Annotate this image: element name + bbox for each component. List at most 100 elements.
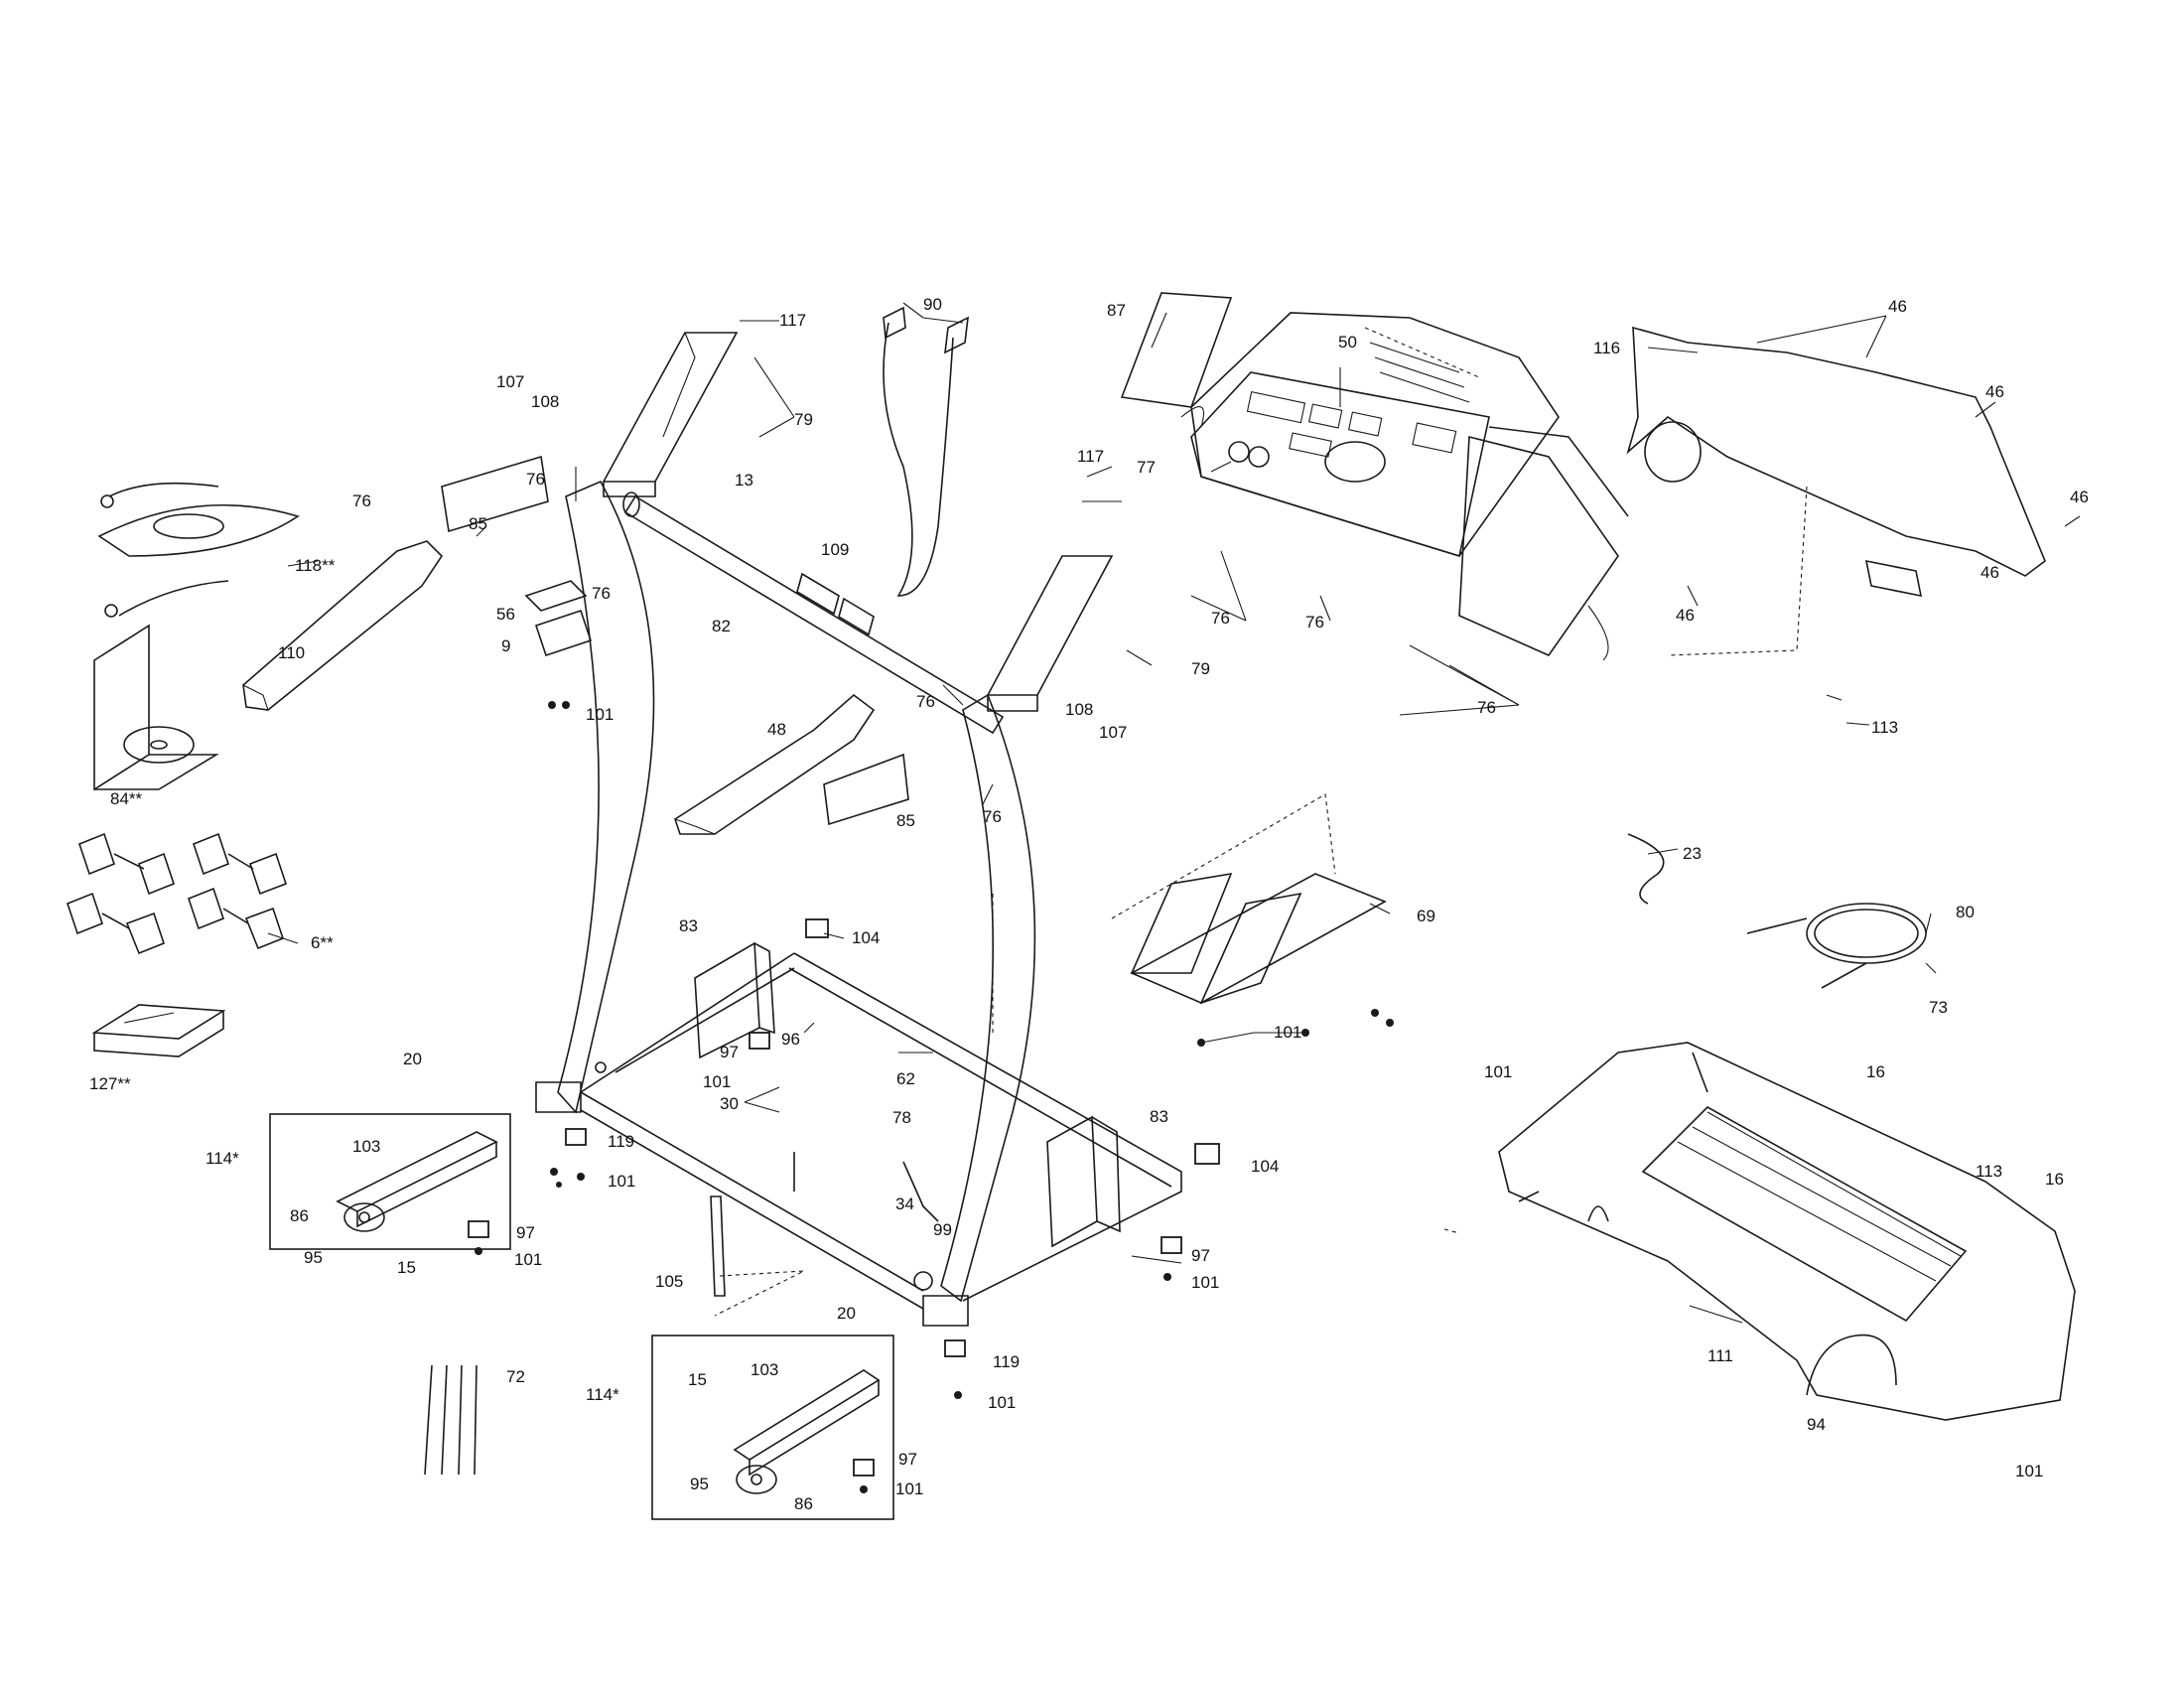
callout-87: 87 <box>1107 301 1126 320</box>
callout-97: 97 <box>720 1043 739 1061</box>
callout-86: 86 <box>794 1494 813 1513</box>
leader-lines <box>267 302 2081 1264</box>
callout-97: 97 <box>898 1450 917 1469</box>
callout-83: 83 <box>1150 1107 1168 1126</box>
callout-114: 114* <box>586 1385 619 1404</box>
callout-48: 48 <box>767 720 786 739</box>
callout-101: 101 <box>988 1393 1016 1412</box>
callout-73: 73 <box>1929 998 1948 1017</box>
callout-72: 72 <box>506 1367 525 1386</box>
callout-110: 110 <box>278 643 305 662</box>
callout-105: 105 <box>655 1272 683 1291</box>
callout-76: 76 <box>983 807 1002 826</box>
callout-79: 79 <box>794 410 813 429</box>
callout-34: 34 <box>895 1195 914 1213</box>
callout-86: 86 <box>290 1206 309 1225</box>
callout-46: 46 <box>1980 563 1999 582</box>
callout-95: 95 <box>690 1475 709 1493</box>
callout-20: 20 <box>403 1050 422 1068</box>
shield-69 <box>1111 793 1387 1005</box>
callout-76: 76 <box>1477 698 1496 717</box>
callout-labels: 117 90 87 50 46 116 46 46 107 108 79 117… <box>89 295 2089 1513</box>
dumbbells <box>67 832 288 955</box>
callout-15: 15 <box>688 1370 707 1389</box>
callout-109: 109 <box>821 540 849 559</box>
callout-104: 104 <box>1251 1157 1279 1176</box>
callout-108: 108 <box>1065 700 1093 719</box>
callout-97: 97 <box>516 1223 535 1242</box>
callout-83: 83 <box>679 916 698 935</box>
callout-30: 30 <box>720 1094 739 1113</box>
callout-104: 104 <box>852 928 880 947</box>
callout-103: 103 <box>352 1137 380 1156</box>
callout-101: 101 <box>2015 1462 2043 1480</box>
callout-117: 117 <box>779 311 806 330</box>
callout-101: 101 <box>1274 1023 1301 1042</box>
callout-6: 6** <box>311 933 334 952</box>
callout-90: 90 <box>923 295 942 314</box>
callout-79: 79 <box>1191 659 1210 678</box>
callout-101: 101 <box>586 705 614 724</box>
safety-key-90 <box>883 306 969 597</box>
callout-127: 127** <box>89 1074 131 1093</box>
motor-hood-94 <box>1443 1042 2076 1421</box>
console-assembly <box>1120 292 1629 661</box>
callout-62: 62 <box>896 1069 915 1088</box>
callout-76: 76 <box>916 692 935 711</box>
callout-94: 94 <box>1807 1415 1826 1434</box>
callout-101: 101 <box>1191 1273 1219 1292</box>
upright-frame <box>535 332 1182 1327</box>
motor-hood-116 <box>1626 326 2046 656</box>
callout-117: 117 <box>1077 447 1104 466</box>
callout-114: 114* <box>205 1149 239 1168</box>
callout-50: 50 <box>1338 333 1357 352</box>
callout-13: 13 <box>735 471 753 490</box>
callout-20: 20 <box>837 1304 856 1323</box>
callout-101: 101 <box>703 1072 731 1091</box>
handrails <box>242 455 909 835</box>
cables <box>1627 833 1927 989</box>
callout-76: 76 <box>1305 613 1324 632</box>
callout-82: 82 <box>712 617 731 635</box>
wheel-kit-left <box>269 1113 511 1250</box>
callout-46: 46 <box>1888 297 1907 316</box>
callout-78: 78 <box>892 1108 911 1127</box>
callout-56: 56 <box>496 605 515 624</box>
callout-76: 76 <box>526 470 545 489</box>
callout-15: 15 <box>397 1258 416 1277</box>
callout-119: 119 <box>993 1352 1020 1371</box>
callout-77: 77 <box>1137 458 1156 477</box>
callout-111: 111 <box>1707 1346 1733 1365</box>
callout-116: 116 <box>1593 339 1620 357</box>
callout-95: 95 <box>304 1248 323 1267</box>
callout-85: 85 <box>469 514 487 533</box>
callout-46: 46 <box>1676 606 1695 625</box>
callout-46: 46 <box>1985 382 2004 401</box>
accessories <box>67 482 478 1476</box>
small-parts <box>468 701 1394 1493</box>
callout-96: 96 <box>781 1030 800 1049</box>
callout-113: 113 <box>1871 718 1898 737</box>
callout-108: 108 <box>531 392 559 411</box>
callout-80: 80 <box>1956 903 1975 921</box>
callout-9: 9 <box>501 636 510 655</box>
callout-99: 99 <box>933 1220 952 1239</box>
callout-16: 16 <box>2045 1170 2064 1189</box>
callout-113: 113 <box>1976 1162 2002 1181</box>
callout-16: 16 <box>1866 1062 1885 1081</box>
callout-69: 69 <box>1417 907 1435 925</box>
callout-76: 76 <box>352 492 371 510</box>
callout-107: 107 <box>1099 723 1127 742</box>
callout-84: 84** <box>110 789 143 808</box>
callout-118: 118** <box>295 556 336 575</box>
callout-76: 76 <box>1211 609 1230 628</box>
callout-101: 101 <box>895 1479 923 1498</box>
callout-101: 101 <box>514 1250 542 1269</box>
wheel-kit-right <box>651 1335 894 1520</box>
callout-119: 119 <box>608 1132 634 1151</box>
callout-76: 76 <box>592 584 611 603</box>
callout-103: 103 <box>751 1360 778 1379</box>
callout-97: 97 <box>1191 1246 1210 1265</box>
